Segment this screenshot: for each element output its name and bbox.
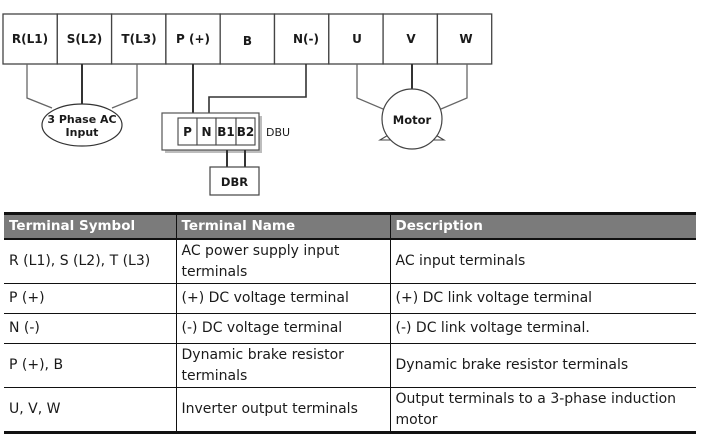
- terminal-label-p: P (+): [176, 32, 210, 46]
- wire-w: [440, 64, 468, 110]
- terminal-label-v: V: [406, 32, 416, 46]
- dbu-unit: [161, 112, 262, 153]
- wiring-diagram: R(L1) S(L2) T(L3) P (+) B N(-) U V W 3 P…: [2, 13, 493, 196]
- motor-wiring: [356, 64, 468, 110]
- motor-label: Motor: [393, 113, 432, 127]
- dbr-box: [209, 166, 260, 196]
- cell-description: (+) DC link voltage terminal: [389, 283, 696, 314]
- terminal-box-s: [56, 13, 113, 65]
- terminal-box-t: [110, 13, 167, 65]
- ac-input-label-line2: Input: [66, 126, 99, 139]
- dbu-cell-n-label: N: [201, 125, 211, 139]
- dc-link-wiring: [192, 64, 307, 114]
- terminal-strip: [2, 13, 493, 65]
- wire-n-to-dbu: [208, 64, 307, 114]
- header-terminal-symbol: Terminal Symbol: [4, 213, 176, 240]
- terminal-box-v: [382, 13, 439, 65]
- ac-input-wiring: [26, 64, 138, 147]
- dbu-cell-b1-label: B1: [217, 125, 235, 139]
- table-row: N (-) (-) DC voltage terminal (-) DC lin…: [4, 313, 696, 344]
- cell-symbol: N (-): [4, 313, 176, 344]
- cell-symbol: P (+), B: [4, 343, 176, 388]
- terminal-label-n: N(-): [293, 32, 319, 46]
- terminal-table: Terminal Symbol Terminal Name Descriptio…: [4, 212, 696, 434]
- wire-u: [356, 64, 384, 110]
- terminal-label-w: W: [459, 32, 472, 46]
- cell-symbol: R (L1), S (L2), T (L3): [4, 239, 176, 284]
- table-row: P (+), B Dynamic brake resistor terminal…: [4, 343, 696, 388]
- dbr-wiring: [226, 150, 246, 167]
- dbr-label: DBR: [221, 175, 248, 189]
- wire-t: [111, 64, 138, 109]
- terminal-label-t: T(L3): [121, 32, 156, 46]
- cell-name: AC power supply input terminals: [175, 239, 390, 284]
- cell-name: (-) DC voltage terminal: [175, 313, 390, 344]
- terminal-label-s: S(L2): [67, 32, 103, 46]
- terminal-box-r: [2, 13, 58, 65]
- table-row: P (+) (+) DC voltage terminal (+) DC lin…: [4, 283, 696, 314]
- dbu-label: DBU: [266, 126, 290, 139]
- cell-description: Output terminals to a 3-phase induction …: [389, 387, 696, 434]
- motor-circle: [381, 88, 443, 150]
- cell-description: AC input terminals: [389, 239, 696, 284]
- terminal-box-n: [273, 13, 330, 65]
- cell-symbol: U, V, W: [4, 387, 176, 434]
- cell-description: Dynamic brake resistor terminals: [389, 343, 696, 388]
- terminal-label-u: U: [352, 32, 362, 46]
- ac-input-label-line1: 3 Phase AC: [47, 113, 116, 126]
- terminal-box-b: [219, 13, 276, 65]
- cell-name: Dynamic brake resistor terminals: [175, 343, 390, 388]
- table-row: R (L1), S (L2), T (L3) AC power supply i…: [4, 239, 696, 284]
- cell-name: Inverter output terminals: [175, 387, 390, 434]
- terminal-box-u: [328, 13, 384, 65]
- header-terminal-name: Terminal Name: [175, 213, 390, 240]
- motor: [378, 88, 446, 150]
- cell-name: (+) DC voltage terminal: [175, 283, 390, 314]
- dbu-cell-p-label: P: [183, 125, 192, 139]
- cell-description: (-) DC link voltage terminal.: [389, 313, 696, 344]
- table-header-row: Terminal Symbol Terminal Name Descriptio…: [4, 213, 696, 240]
- wire-r: [26, 64, 53, 109]
- cell-symbol: P (+): [4, 283, 176, 314]
- ac-input-ellipse: [41, 103, 123, 147]
- terminal-label-b: B: [243, 34, 252, 48]
- header-description: Description: [389, 213, 696, 240]
- table-row: U, V, W Inverter output terminals Output…: [4, 387, 696, 434]
- dbu-cell-b2: [235, 117, 256, 146]
- dbu-cell-b2-label: B2: [237, 125, 255, 139]
- terminal-box-w: [436, 13, 493, 65]
- terminal-label-r: R(L1): [12, 32, 48, 46]
